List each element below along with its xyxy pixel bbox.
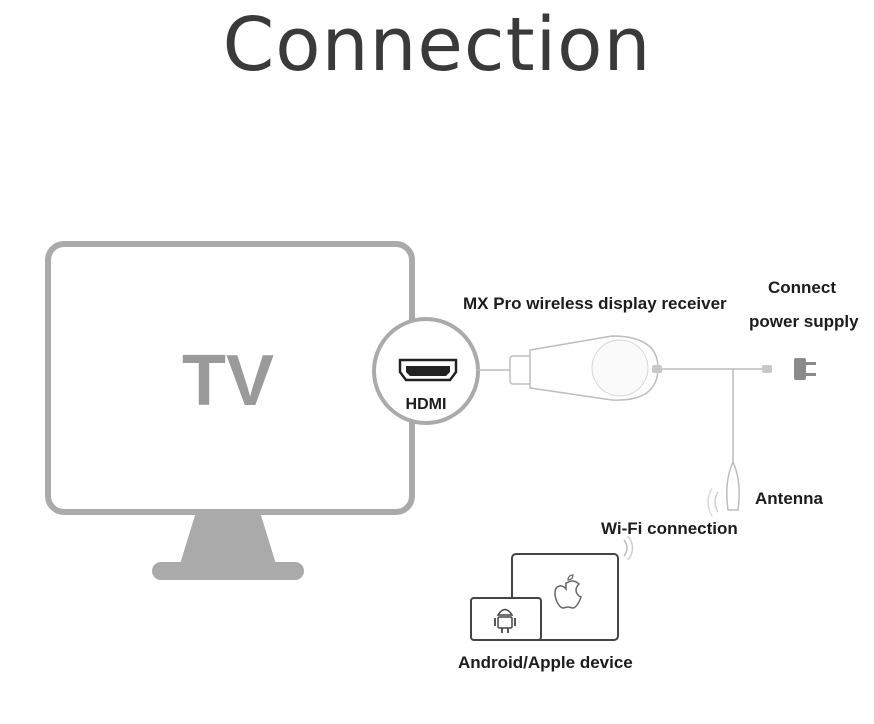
- hdmi-port: HDMI: [372, 317, 480, 425]
- antenna-label: Antenna: [755, 489, 823, 508]
- android-icon: [494, 608, 516, 633]
- hdmi-label: HDMI: [406, 396, 447, 413]
- android-phone: [470, 597, 542, 641]
- tv-monitor: TV: [45, 241, 415, 580]
- tv-stand-neck: [180, 512, 276, 564]
- antenna-icon: [707, 460, 740, 517]
- device-label: Android/Apple device: [458, 653, 633, 672]
- power-label-line1: Connect: [768, 278, 836, 297]
- hdmi-icon: [398, 358, 458, 382]
- tv-stand-base: [152, 562, 304, 580]
- power-label-line2: power supply: [749, 312, 859, 331]
- receiver-dongle: [509, 335, 662, 401]
- receiver-label: MX Pro wireless display receiver: [463, 294, 727, 313]
- page-title: Connection: [222, 2, 652, 88]
- power-plug: [762, 358, 816, 380]
- wifi-waves-icon: [623, 535, 634, 561]
- wifi-label: Wi-Fi connection: [601, 519, 738, 538]
- tv-label: TV: [182, 341, 274, 421]
- apple-icon: [554, 574, 582, 609]
